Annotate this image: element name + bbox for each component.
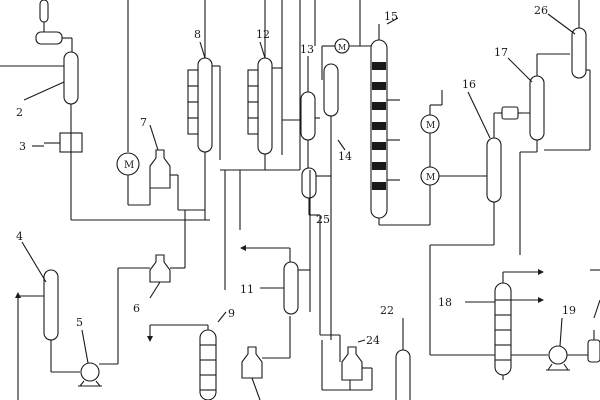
column-8 (178, 0, 221, 255)
label-11: 11 (240, 283, 254, 296)
label-5: 5 (76, 316, 83, 329)
column-16 (429, 91, 535, 356)
vessel-25 (301, 167, 331, 216)
label-12: 12 (256, 28, 270, 41)
label-22: 22 (380, 304, 394, 317)
separator-24 (321, 335, 373, 391)
label-19: 19 (562, 304, 576, 317)
column-26 (547, 0, 590, 79)
separator-lower-mid (241, 316, 291, 400)
label-13: 13 (300, 43, 314, 56)
exchanger-top-right (498, 106, 522, 120)
label-16: 16 (462, 78, 476, 91)
label-14: 14 (338, 150, 352, 163)
label-24: 24 (366, 334, 380, 347)
vessel-22 (395, 318, 411, 400)
motor-pump-left: M (116, 0, 150, 206)
motor-pump-mid-upper: M (420, 90, 443, 134)
motor-pump-top: M (299, 0, 372, 170)
label-25: 25 (316, 213, 330, 226)
separator-6 (149, 254, 186, 299)
label-18: 18 (438, 296, 452, 309)
label-15: 15 (384, 10, 398, 23)
pump-19 (546, 317, 588, 371)
vessel-13 (282, 56, 320, 168)
separator-7 (149, 124, 179, 210)
label-6: 6 (133, 302, 140, 315)
column-18 (465, 269, 548, 380)
vessel-right-edge (587, 269, 600, 363)
column-12 (220, 0, 300, 290)
vessel-14 (323, 63, 346, 340)
feed-vessel-top (35, 0, 73, 55)
motor-symbol-top: M (338, 43, 346, 52)
column-17 (507, 53, 591, 255)
label-7: 7 (140, 116, 147, 129)
column-2 (0, 51, 210, 221)
vessel-11 (240, 170, 340, 336)
label-17: 17 (494, 46, 508, 59)
motor-symbol-left: M (124, 160, 134, 171)
label-3: 3 (19, 140, 26, 153)
pump-5 (78, 267, 150, 387)
column-9 (147, 311, 227, 400)
exchanger-3 (32, 132, 83, 153)
column-15 (359, 0, 431, 226)
label-8: 8 (194, 28, 201, 41)
motor-symbol-mid-upper: M (426, 121, 435, 131)
label-2: 2 (16, 106, 23, 119)
label-4: 4 (16, 230, 23, 243)
column-4 (15, 241, 80, 400)
motor-symbol-mid-lower: M (426, 173, 435, 183)
label-9: 9 (228, 307, 235, 320)
motor-pump-mid-lower: M (420, 133, 487, 200)
label-26: 26 (534, 4, 548, 17)
